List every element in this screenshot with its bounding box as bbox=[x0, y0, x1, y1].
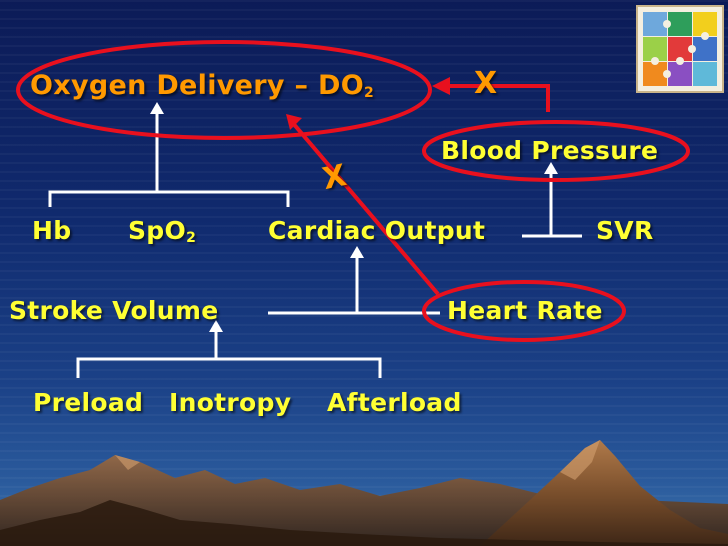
node-inotropy: Inotropy bbox=[169, 388, 291, 418]
title-oxygen-delivery: Oxygen Delivery – DO2 bbox=[30, 71, 374, 108]
red-arrowhead-diagonal bbox=[286, 114, 302, 130]
node-afterload: Afterload bbox=[327, 388, 462, 418]
highlight-heart-rate bbox=[422, 280, 626, 342]
line-hr-to-do2 bbox=[290, 120, 440, 296]
red-arrowhead-top bbox=[432, 77, 450, 95]
highlight-blood-pressure bbox=[422, 120, 690, 182]
arrowhead-cardiac-output bbox=[350, 246, 364, 258]
bracket-oxygen-delivery bbox=[48, 190, 290, 207]
highlight-oxygen-delivery bbox=[16, 40, 432, 140]
node-preload: Preload bbox=[33, 388, 143, 418]
node-spo2: SpO2 bbox=[128, 216, 196, 253]
node-heart-rate: Heart Rate bbox=[447, 296, 603, 326]
title-text: Oxygen Delivery – DO bbox=[30, 70, 364, 101]
svr-label: SVR bbox=[596, 216, 654, 245]
arrowhead-blood-pressure bbox=[544, 162, 558, 174]
cardiac-output-label: Cardiac Output bbox=[268, 216, 486, 245]
arrowhead-oxygen-delivery bbox=[150, 102, 164, 114]
line-bp-to-do2 bbox=[445, 84, 550, 112]
node-cardiac-output: Cardiac Output bbox=[268, 216, 485, 246]
mountain-range-front bbox=[0, 500, 728, 546]
cross-mark-top: X bbox=[474, 66, 497, 102]
hb-label: Hb bbox=[32, 216, 72, 245]
node-stroke-volume: Stroke Volume bbox=[9, 296, 219, 326]
inotropy-label: Inotropy bbox=[169, 388, 292, 417]
title-subscript: 2 bbox=[363, 85, 375, 101]
bracket-stroke-volume bbox=[76, 357, 382, 378]
cross-top-text: X bbox=[474, 66, 498, 101]
spo2-subscript: 2 bbox=[186, 230, 197, 246]
spo2-text: SpO bbox=[128, 216, 187, 245]
mountain-peak-right bbox=[480, 440, 728, 546]
stroke-volume-label: Stroke Volume bbox=[9, 296, 219, 325]
afterload-label: Afterload bbox=[327, 388, 462, 417]
preload-label: Preload bbox=[33, 388, 144, 417]
node-svr: SVR bbox=[596, 216, 654, 246]
node-hb: Hb bbox=[32, 216, 71, 246]
arrowhead-stroke-volume bbox=[209, 320, 223, 332]
heart-rate-label: Heart Rate bbox=[447, 296, 603, 325]
node-blood-pressure: Blood Pressure bbox=[441, 136, 658, 166]
blood-pressure-label: Blood Pressure bbox=[441, 136, 659, 165]
